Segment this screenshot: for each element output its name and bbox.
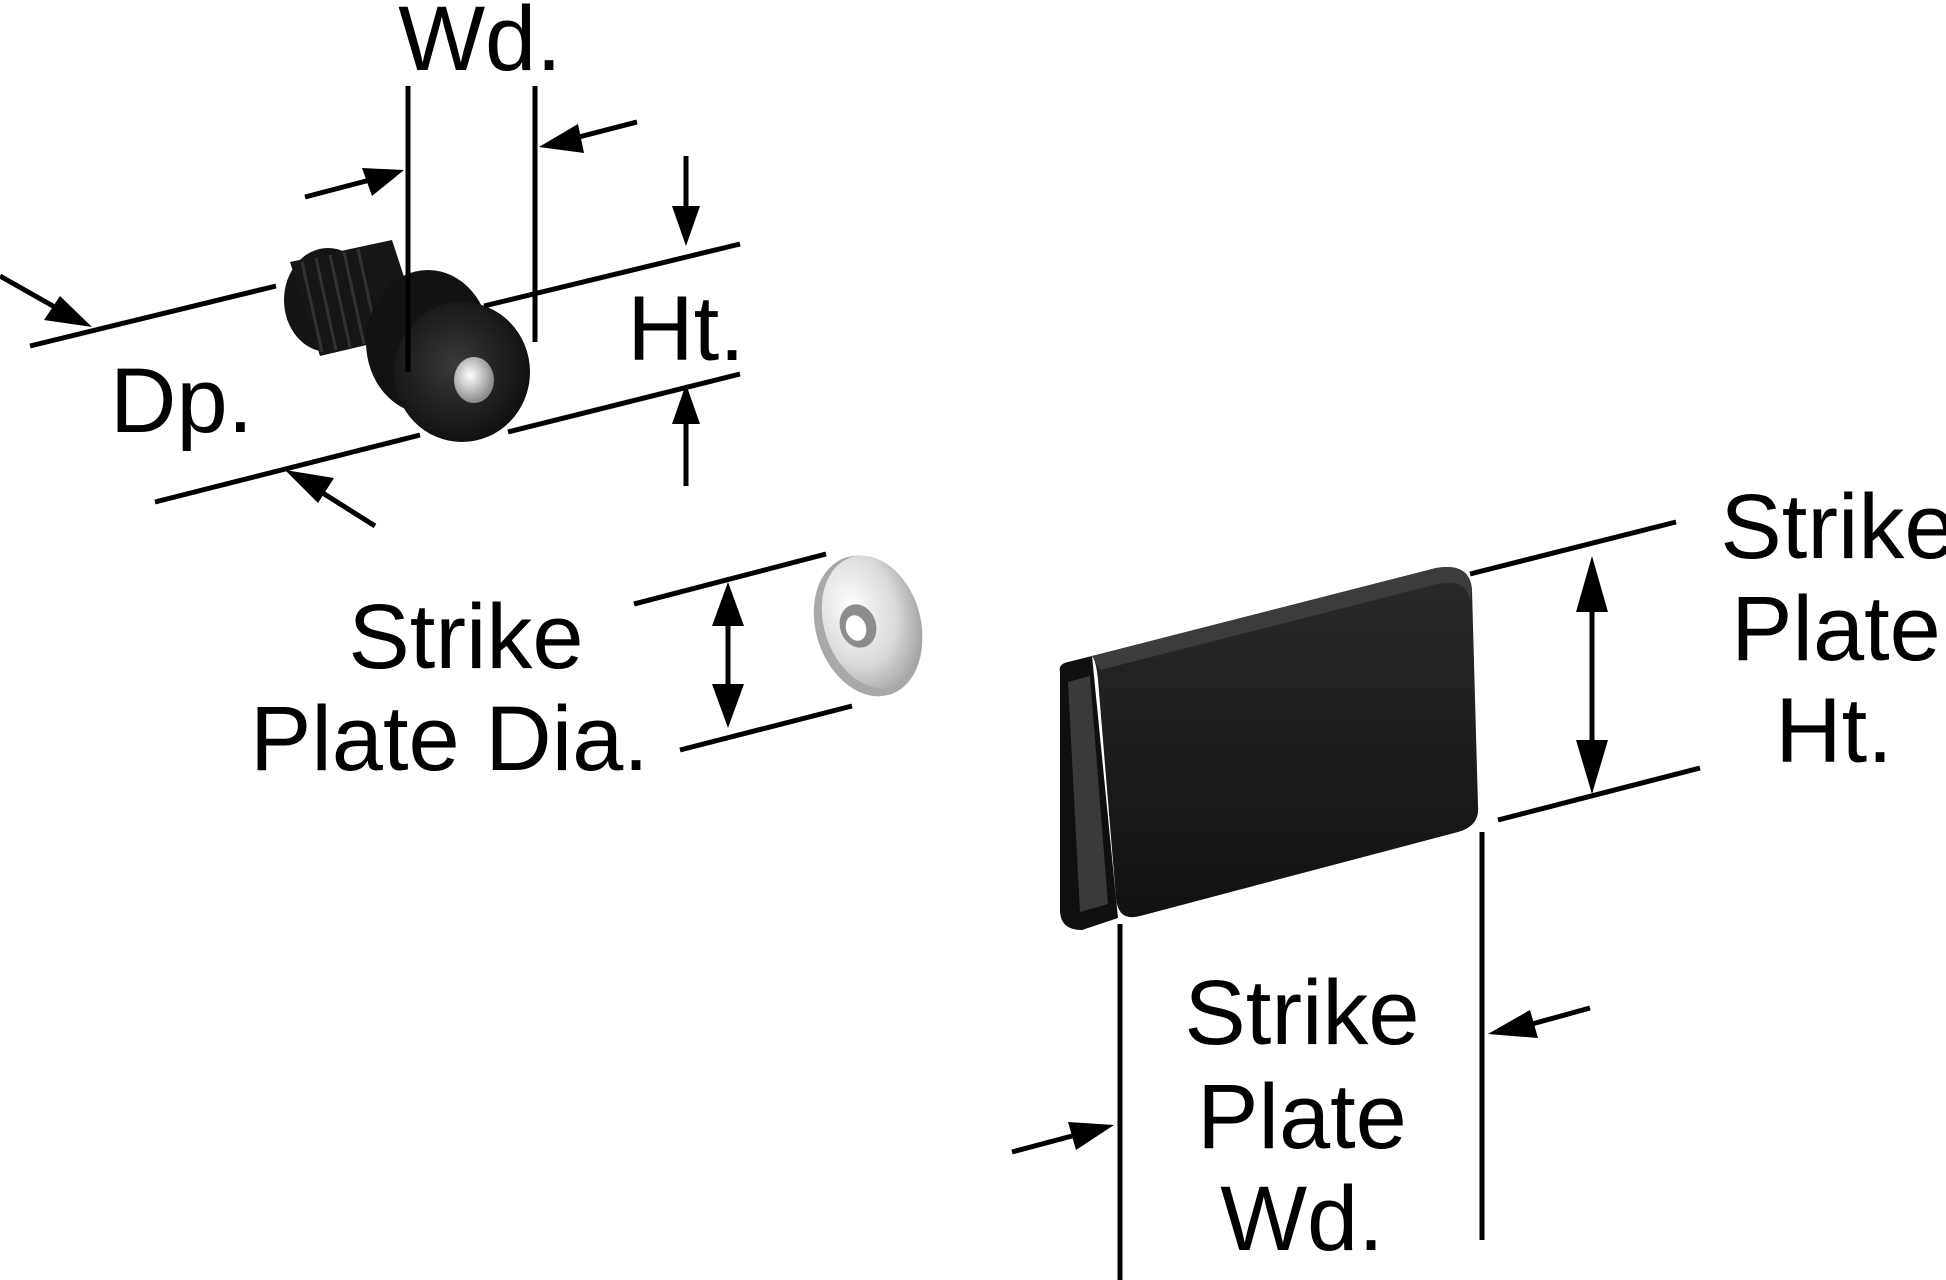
strike-plate-wd-dimension bbox=[1011, 832, 1591, 1280]
latch-height-dimension bbox=[483, 156, 741, 486]
latch-height-label: Ht. bbox=[627, 278, 745, 380]
strike-plate-ht-label-line3: Ht. bbox=[1775, 680, 1893, 782]
latch-depth-label: Dp. bbox=[110, 350, 253, 452]
strike-plate-ht-label-line1: Strike bbox=[1720, 476, 1946, 578]
latch-depth-dimension bbox=[0, 273, 421, 529]
strike-plate-dia-dimension bbox=[633, 551, 853, 753]
latch-width-dimension bbox=[304, 86, 638, 372]
latch-width-label: Wd. bbox=[398, 0, 562, 90]
rectangular-strike-plate-icon bbox=[1059, 566, 1479, 930]
strike-plate-dia-label-line2: Plate Dia. bbox=[250, 688, 649, 790]
round-strike-plate-icon bbox=[813, 555, 923, 697]
strike-plate-wd-label-line2: Plate bbox=[1197, 1066, 1407, 1168]
magnetic-latch-icon bbox=[284, 240, 530, 442]
strike-plate-wd-label-line1: Strike bbox=[1184, 962, 1419, 1064]
strike-plate-dia-label-line1: Strike bbox=[348, 586, 583, 688]
strike-plate-ht-dimension bbox=[1469, 519, 1701, 823]
strike-plate-wd-label-line3: Wd. bbox=[1220, 1168, 1384, 1270]
strike-plate-ht-label-line2: Plate bbox=[1731, 578, 1941, 680]
